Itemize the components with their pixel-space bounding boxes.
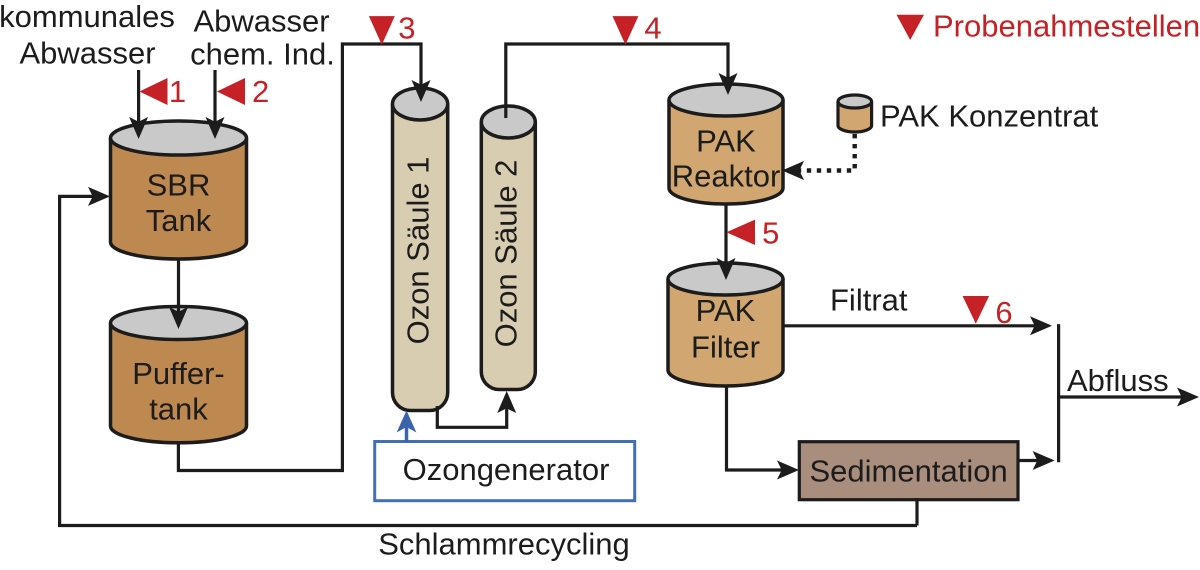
svg-text:PAK Konzentrat: PAK Konzentrat — [880, 99, 1099, 134]
svg-text:SBR: SBR — [147, 168, 211, 203]
svg-text:Filtrat: Filtrat — [830, 283, 908, 318]
svg-text:PAK: PAK — [696, 293, 756, 328]
svg-text:Abwasser: Abwasser — [19, 36, 155, 71]
svg-text:6: 6 — [995, 295, 1012, 330]
svg-text:Ozon Säule 2: Ozon Säule 2 — [489, 160, 524, 348]
svg-text:chem. Ind.: chem. Ind. — [190, 37, 335, 72]
svg-text:Ozongenerator: Ozongenerator — [403, 452, 610, 487]
svg-text:5: 5 — [762, 215, 779, 250]
svg-text:Schlammrecycling: Schlammrecycling — [378, 527, 630, 562]
svg-text:4: 4 — [644, 11, 661, 46]
svg-text:Filter: Filter — [691, 330, 760, 365]
svg-text:kommunales: kommunales — [0, 0, 175, 34]
svg-text:Probenahmestellen: Probenahmestellen — [933, 9, 1200, 44]
svg-text:PAK: PAK — [696, 123, 756, 158]
svg-text:Puffer-: Puffer- — [132, 356, 224, 391]
svg-text:Abwasser: Abwasser — [193, 4, 329, 39]
svg-text:Tank: Tank — [146, 203, 212, 238]
svg-text:Ozon Säule 1: Ozon Säule 1 — [401, 157, 436, 345]
svg-text:1: 1 — [169, 74, 186, 109]
svg-text:Abfluss: Abfluss — [1067, 363, 1169, 398]
svg-text:3: 3 — [398, 11, 415, 46]
svg-text:Sedimentation: Sedimentation — [810, 453, 1008, 488]
svg-text:tank: tank — [149, 392, 208, 427]
svg-text:2: 2 — [252, 74, 269, 109]
svg-text:Reaktor: Reaktor — [672, 158, 781, 193]
